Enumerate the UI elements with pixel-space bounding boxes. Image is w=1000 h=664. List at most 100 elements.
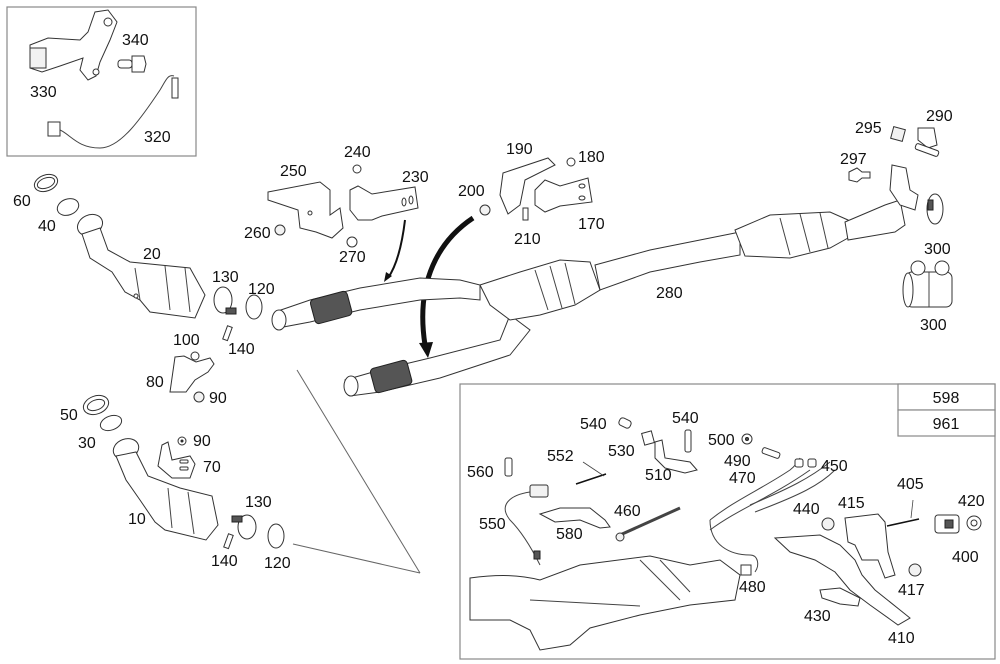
part-560-screw[interactable]	[504, 457, 513, 477]
part-300-clamp-a[interactable]	[926, 193, 944, 225]
label-120-b: 120	[264, 555, 291, 572]
part-140-bolt-b[interactable]	[223, 533, 234, 550]
part-450-fitting[interactable]	[794, 458, 817, 468]
label-140-b: 140	[211, 553, 238, 570]
label-540-b: 540	[672, 410, 699, 427]
label-417: 417	[898, 582, 925, 599]
part-190-bracket[interactable]	[499, 157, 556, 215]
part-260-nut[interactable]	[274, 224, 286, 236]
label-410: 410	[888, 630, 915, 647]
part-440-nut[interactable]	[821, 517, 835, 531]
label-60: 60	[13, 193, 31, 210]
part-300-sleeve-b[interactable]	[902, 260, 953, 308]
part-400-valve[interactable]	[934, 514, 960, 534]
part-120-gasket-a[interactable]	[245, 294, 263, 320]
part-340-bolt[interactable]	[117, 55, 147, 73]
part-510-bracket[interactable]	[654, 439, 698, 474]
part-415-bracket[interactable]	[844, 513, 896, 579]
inset-sensor-detail: 598 961	[459, 383, 996, 660]
part-40-gasket[interactable]	[55, 196, 81, 219]
label-430: 430	[804, 608, 831, 625]
reference-code-2: 961	[933, 416, 960, 433]
label-40: 40	[38, 218, 56, 235]
part-90-nut-a[interactable]	[193, 391, 205, 403]
part-330-bracket[interactable]	[29, 9, 118, 81]
part-420-nut[interactable]	[966, 515, 982, 531]
part-270-bolt[interactable]	[346, 236, 358, 248]
part-60-clamp[interactable]	[32, 171, 60, 194]
part-552-marker	[575, 461, 607, 485]
label-90-b: 90	[193, 433, 211, 450]
label-200: 200	[458, 183, 485, 200]
part-580-bracket[interactable]	[538, 507, 611, 529]
label-330: 330	[30, 84, 57, 101]
label-90-a: 90	[209, 390, 227, 407]
part-130-clamp-a[interactable]	[213, 286, 237, 315]
label-230: 230	[402, 169, 429, 186]
leader-line-upper	[296, 369, 421, 574]
part-295-clip[interactable]	[890, 126, 906, 142]
label-297: 297	[840, 151, 867, 168]
part-20-catalytic-converter[interactable]	[74, 210, 206, 319]
part-210-bolt[interactable]	[522, 207, 529, 221]
part-250-bracket[interactable]	[267, 181, 344, 239]
part-80-bracket[interactable]	[169, 355, 215, 393]
part-490-sensor[interactable]	[761, 447, 781, 459]
reference-box: 598 961	[897, 383, 996, 437]
part-405-marker	[886, 499, 920, 527]
part-240-bolt[interactable]	[352, 164, 362, 174]
part-90-washer-b[interactable]	[177, 436, 187, 446]
label-260: 260	[244, 225, 271, 242]
part-hanger-bracket[interactable]	[889, 164, 919, 211]
part-280-exhaust-pipe[interactable]	[271, 199, 906, 397]
part-550-temp-sensor[interactable]	[504, 484, 549, 566]
label-560: 560	[467, 464, 494, 481]
label-180: 180	[578, 149, 605, 166]
label-295: 295	[855, 120, 882, 137]
arrow-thin	[387, 219, 406, 279]
part-417-bolt[interactable]	[908, 563, 922, 577]
label-480: 480	[739, 579, 766, 596]
label-580: 580	[556, 526, 583, 543]
label-280: 280	[656, 285, 683, 302]
part-230-hanger[interactable]	[349, 185, 419, 221]
part-297-bolt[interactable]	[848, 167, 871, 183]
label-450: 450	[821, 458, 848, 475]
label-340: 340	[122, 32, 149, 49]
part-540-bolt-b[interactable]	[684, 429, 692, 453]
part-290-hanger[interactable]	[914, 127, 940, 157]
part-500-washer[interactable]	[741, 433, 753, 445]
part-540-bolt-a[interactable]	[618, 417, 632, 429]
part-30-gasket[interactable]	[98, 413, 123, 434]
label-470: 470	[729, 470, 756, 487]
label-30: 30	[78, 435, 96, 452]
part-120-gasket-b[interactable]	[267, 523, 285, 549]
part-530-clip[interactable]	[641, 430, 655, 446]
part-170-hanger[interactable]	[534, 177, 593, 213]
part-70-bracket[interactable]	[157, 441, 196, 479]
label-50: 50	[60, 407, 78, 424]
part-480-nut[interactable]	[740, 564, 752, 576]
part-130-clamp-b[interactable]	[231, 514, 257, 540]
label-130-a: 130	[212, 269, 239, 286]
part-100-bolt[interactable]	[190, 351, 200, 361]
leader-line-lower	[292, 543, 421, 574]
part-10-catalytic-converter[interactable]	[110, 435, 219, 541]
part-50-clamp[interactable]	[81, 392, 112, 418]
part-460-rod[interactable]	[615, 506, 681, 542]
label-320: 320	[144, 129, 171, 146]
label-510: 510	[645, 467, 672, 484]
part-140-bolt-a[interactable]	[222, 325, 233, 342]
part-200-nut[interactable]	[479, 204, 491, 216]
label-140-a: 140	[228, 341, 255, 358]
part-430-plate[interactable]	[819, 587, 861, 607]
part-180-bolt[interactable]	[566, 157, 576, 167]
part-410-bracket[interactable]	[773, 534, 911, 626]
label-20: 20	[143, 246, 161, 263]
inset-muffler[interactable]	[469, 555, 741, 651]
reference-code-1: 598	[933, 390, 960, 407]
label-100: 100	[173, 332, 200, 349]
label-460: 460	[614, 503, 641, 520]
label-500: 500	[708, 432, 735, 449]
part-320-oxygen-sensor[interactable]	[47, 75, 179, 149]
